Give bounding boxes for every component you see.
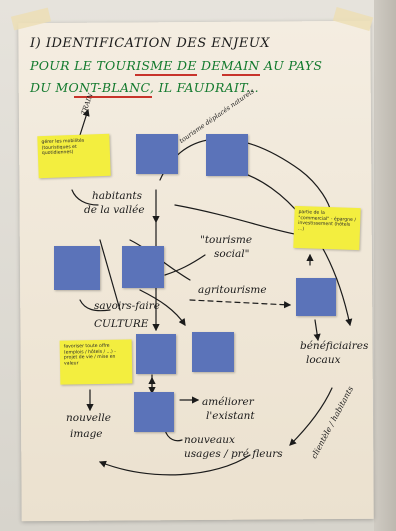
underline-tourisme bbox=[135, 74, 197, 76]
wall-edge bbox=[374, 0, 396, 531]
note-beneficiaires: bénéficiaires bbox=[300, 340, 369, 352]
sticky-blue-7 bbox=[192, 332, 234, 372]
note-image: image bbox=[70, 428, 103, 440]
underline-demain bbox=[222, 74, 260, 76]
sticky-blue-8 bbox=[134, 392, 174, 432]
sticky-offre-text: favoriser toute offre (emplois / hôtels … bbox=[63, 343, 116, 367]
underline-mont-blanc bbox=[74, 96, 152, 98]
sticky-mobilites-text: gérer les mobilités (touristiques et quo… bbox=[41, 138, 85, 157]
sticky-commercial-text: partie de la "commercial" - épargne / in… bbox=[297, 209, 357, 232]
note-locaux: locaux bbox=[306, 354, 341, 366]
note-culture: CULTURE bbox=[94, 318, 149, 330]
note-usages: usages / pré fleurs bbox=[184, 448, 283, 460]
sticky-blue-5 bbox=[296, 278, 336, 316]
note-nouveaux: nouveaux bbox=[184, 434, 235, 446]
sticky-blue-6 bbox=[136, 334, 176, 374]
sticky-blue-4 bbox=[122, 246, 164, 288]
note-ameliorer: améliorer bbox=[202, 396, 254, 408]
note-tourisme-social-2: social" bbox=[214, 248, 250, 260]
sticky-commercial: partie de la "commercial" - épargne / in… bbox=[293, 205, 361, 251]
note-savoirs-faire: savoirs-faire bbox=[94, 300, 160, 312]
title-line-2: POUR LE TOURISME DE DEMAIN AU PAYS bbox=[30, 58, 323, 73]
sticky-blue-1 bbox=[136, 134, 178, 174]
sticky-blue-3 bbox=[54, 246, 100, 290]
note-existant: l'existant bbox=[206, 410, 255, 422]
title-line-1: I) IDENTIFICATION DES ENJEUX bbox=[30, 36, 271, 51]
sticky-mobilites: gérer les mobilités (touristiques et quo… bbox=[37, 133, 111, 179]
sticky-offre: favoriser toute offre (emplois / hôtels … bbox=[59, 339, 133, 385]
note-agritourisme: agritourisme bbox=[198, 284, 267, 296]
note-habitants: habitants bbox=[92, 190, 142, 202]
sticky-blue-2 bbox=[206, 134, 248, 176]
note-tourisme-social-1: "tourisme bbox=[200, 234, 253, 246]
title-line-3: DU MONT-BLANC, IL FAUDRAIT... bbox=[30, 80, 259, 95]
note-nouvelle: nouvelle bbox=[66, 412, 111, 424]
note-vallee: de la vallée bbox=[84, 204, 145, 216]
